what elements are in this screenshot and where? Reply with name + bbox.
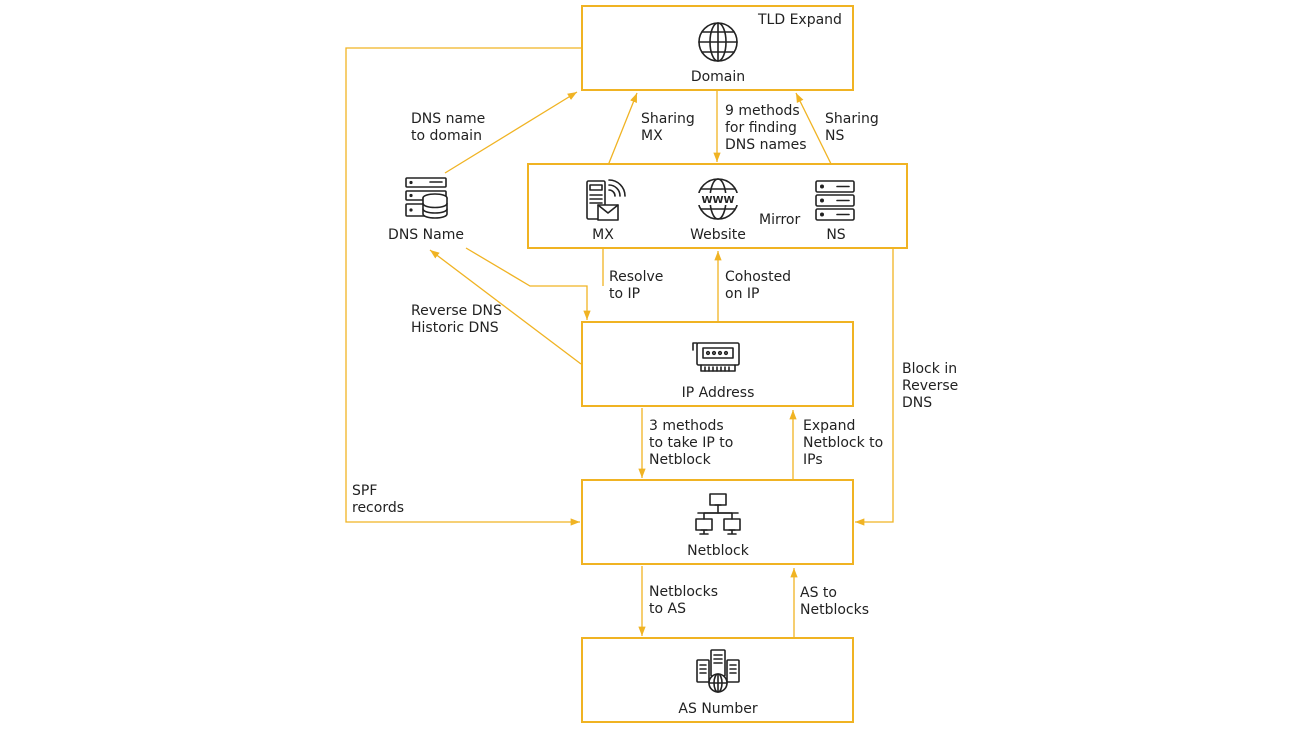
- mx-label: MX: [592, 227, 614, 243]
- dns-name-label: DNS Name: [388, 227, 464, 243]
- edge-label-reverse-dns: Reverse DNS Historic DNS: [411, 303, 506, 336]
- network-topology-icon: [695, 493, 741, 535]
- edge-label-spf-records: SPF records: [352, 483, 404, 516]
- edge-label-block-in-reverse-dns: Block in Reverse DNS: [902, 361, 963, 411]
- edge-website-to-netblock: [855, 249, 894, 526]
- edges: [345, 15, 894, 638]
- edge-label-dns-name-to-domain: DNS name to domain: [411, 111, 490, 144]
- website-icon-text: WWW: [701, 195, 734, 206]
- as-number-label: AS Number: [678, 701, 757, 717]
- edge-label-as-to-netblocks: AS to Netblocks: [800, 585, 869, 618]
- edge-label-sharing-mx: Sharing MX: [641, 111, 699, 144]
- mail-server-icon: [586, 179, 626, 221]
- edge-dnsname-resolve-to-ip: [465, 247, 591, 320]
- edge-domain-to-netblock: [345, 47, 581, 526]
- database-server-icon: [405, 177, 448, 219]
- edge-ip-to-dnsname: [429, 249, 582, 365]
- network-card-icon: [692, 342, 740, 372]
- edge-label-cohosted-on-ip: Cohosted on IP: [725, 269, 796, 302]
- server-rack-icon: [815, 180, 855, 221]
- edge-label-sharing-ns: Sharing NS: [825, 111, 883, 144]
- edge-label-find-dns-names: 9 methods for finding DNS names: [725, 103, 807, 153]
- ip-address-label: IP Address: [682, 385, 755, 401]
- globe-icon: [698, 22, 738, 62]
- datacenter-globe-icon: [696, 649, 740, 693]
- edge-label-expand-netblock: Expand Netblock to IPs: [803, 418, 888, 468]
- ns-label: NS: [826, 227, 845, 243]
- edge-label-ip-to-netblock: 3 methods to take IP to Netblock: [649, 418, 738, 468]
- edge-dnsname-to-domain: [444, 91, 578, 174]
- edge-label-mirror: Mirror: [759, 212, 800, 228]
- edge-label-netblocks-to-as: Netblocks to AS: [649, 584, 722, 617]
- www-globe-icon: WWW: [697, 178, 739, 220]
- website-label: Website: [690, 227, 746, 243]
- edge-label-tld-expand: TLD Expand: [757, 12, 842, 28]
- edge-label-resolve-to-ip: Resolve to IP: [609, 269, 668, 302]
- ip-address-box[interactable]: [581, 321, 854, 407]
- domain-label: Domain: [691, 69, 745, 85]
- netblock-label: Netblock: [687, 543, 750, 559]
